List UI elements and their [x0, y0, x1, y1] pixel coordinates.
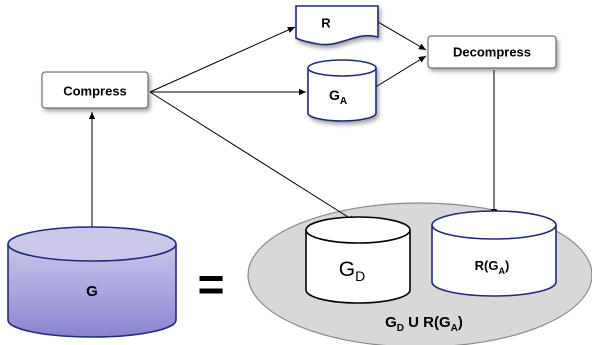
decompress-label: Decompress	[453, 44, 531, 59]
union-label-base: G	[385, 314, 397, 331]
equals-sign: =	[198, 258, 225, 310]
union-label-sub: D	[397, 323, 404, 334]
gd-label: G	[339, 258, 355, 281]
svg-text:GD: GD	[339, 258, 365, 284]
g-cylinder-node: G	[7, 226, 177, 338]
r-document-node: R	[295, 5, 379, 46]
compress-node: Compress	[41, 71, 149, 109]
union-label-sub2: A	[451, 323, 458, 334]
edge-ga-to-decompress	[373, 55, 427, 89]
union-label: GD U R(GA)	[385, 314, 463, 334]
union-label-middle: U R(G	[404, 314, 451, 331]
ga-subscript: A	[340, 96, 347, 107]
union-label-suffix: )	[458, 314, 463, 331]
gd-cylinder-node: GD	[305, 216, 411, 304]
compress-label: Compress	[63, 83, 127, 98]
rga-label: R(G	[475, 258, 499, 273]
svg-text:R(GA): R(GA)	[475, 258, 510, 276]
g-label: G	[86, 283, 98, 300]
ga-label: G	[329, 87, 340, 103]
edge-compress-to-r	[149, 26, 296, 93]
edge-compress-to-gd	[149, 91, 357, 223]
ga-cylinder-node: GA	[307, 59, 377, 122]
r-label: R	[321, 15, 331, 30]
rga-cylinder-node: R(GA)	[431, 210, 557, 297]
rga-suffix: )	[505, 258, 509, 273]
svg-text:GA: GA	[329, 87, 347, 107]
gd-subscript: D	[355, 268, 365, 284]
decompress-node: Decompress	[427, 35, 557, 69]
rga-subscript: A	[499, 266, 506, 276]
edges	[88, 21, 498, 232]
edge-r-to-decompress	[377, 21, 427, 51]
